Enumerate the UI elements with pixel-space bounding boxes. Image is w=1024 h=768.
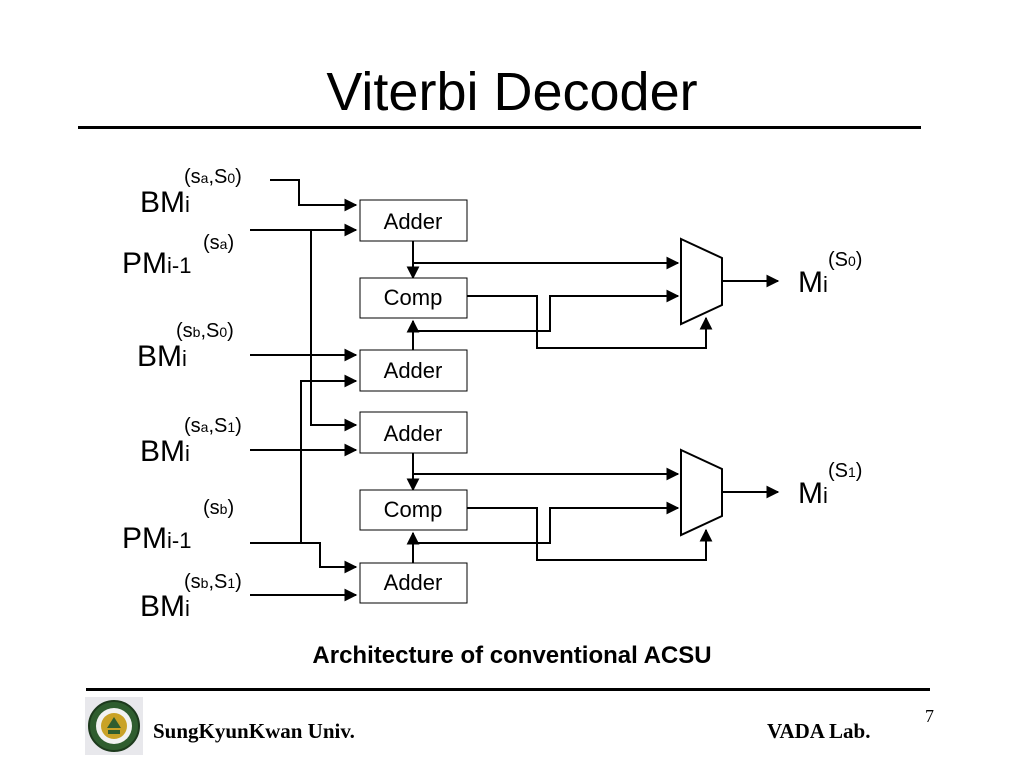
input-sup-bm-sa-s0: (sa,S0) (184, 166, 242, 188)
output-label-s1: Mi (798, 477, 828, 510)
input-label-bm-sa-s1: BMi (140, 435, 190, 468)
title-divider (78, 126, 921, 129)
output-sup-s1: (S1) (828, 460, 862, 482)
input-sup-pm-sa: (sa) (203, 232, 234, 254)
input-sup-bm-sa-s1: (sa,S1) (184, 415, 242, 437)
svg-text:Adder: Adder (384, 421, 443, 446)
svg-text:Comp: Comp (384, 497, 443, 522)
comp-block-1: Comp (359, 277, 468, 319)
mux-2 (680, 448, 723, 537)
wire-bm-sa-s0 (270, 179, 358, 212)
adder-block-2: Adder (359, 349, 468, 392)
wire-adder4-mux2 (413, 501, 680, 544)
comp-block-2: Comp (359, 489, 468, 531)
adder-block-1: Adder (359, 199, 468, 242)
wire-comp1-mux1-select (467, 295, 713, 349)
input-label-bm-sb-s0: BMi (137, 340, 187, 373)
input-label-pm-sb: PMi-1 (122, 522, 191, 555)
footer-divider (86, 688, 930, 691)
wire-pm-sb (250, 542, 358, 574)
input-label-bm-sb-s1: BMi (140, 590, 190, 623)
svg-text:Adder: Adder (384, 358, 443, 383)
university-logo-icon (85, 697, 143, 755)
wire-adder2-mux1 (413, 289, 680, 332)
slide-title: Viterbi Decoder (326, 62, 698, 122)
output-label-s0: Mi (798, 266, 828, 299)
input-sup-pm-sb: (sb) (203, 497, 234, 519)
wire-pm-sb-branch (300, 374, 358, 543)
wires (250, 179, 780, 602)
input-sup-bm-sb-s1: (sb,S1) (184, 571, 242, 593)
adder-block-4: Adder (359, 562, 468, 604)
svg-text:Comp: Comp (384, 285, 443, 310)
footer-lab: VADA Lab. (767, 719, 871, 743)
adder-block-3: Adder (359, 411, 468, 454)
input-label-bm-sa-s0: BMi (140, 186, 190, 219)
mux-1 (680, 237, 723, 326)
input-sup-bm-sb-s0: (sb,S0) (176, 320, 234, 342)
footer-university: SungKyunKwan Univ. (153, 719, 355, 743)
wire-comp2-mux2-select (467, 507, 713, 561)
input-label-pm-sa: PMi-1 (122, 247, 191, 280)
figure-caption: Architecture of conventional ACSU (312, 642, 712, 669)
acsu-diagram: Adder Comp Adder Adder Comp Adder BMi (s… (122, 166, 862, 623)
wire-pm-sa-branch (310, 230, 358, 432)
output-sup-s0: (S0) (828, 249, 862, 271)
svg-text:Adder: Adder (384, 570, 443, 595)
page-number: 7 (925, 706, 934, 726)
svg-text:Adder: Adder (384, 209, 443, 234)
